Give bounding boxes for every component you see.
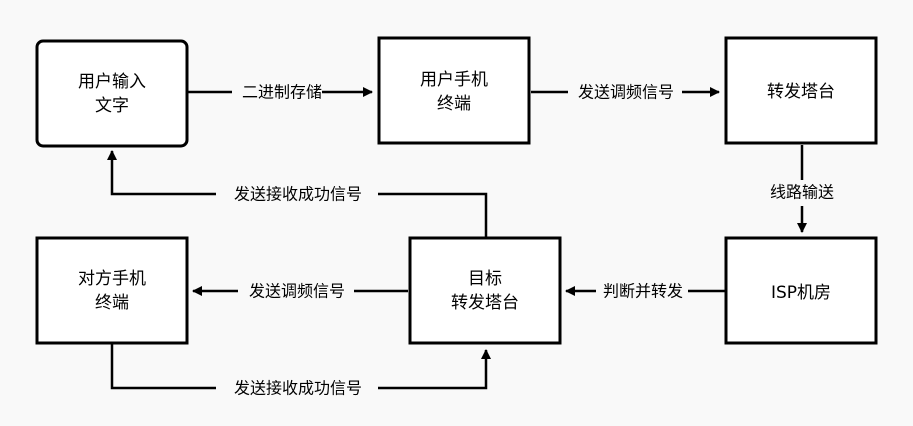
node-user-phone: 用户手机 终端 (377, 36, 531, 145)
node-peer-phone-line1: 对方手机 (78, 269, 146, 289)
edge-label-binary-storage: 二进制存储 (242, 83, 322, 102)
node-user-input-line2: 文字 (95, 96, 129, 116)
node-relay-tower: 转发塔台 (724, 36, 878, 145)
node-user-input-line1: 用户输入 (78, 72, 146, 92)
node-target-tower-line2: 转发塔台 (451, 293, 519, 313)
edge-judge-forward: 判断并转发 (565, 279, 726, 303)
node-isp: ISP机房 (724, 236, 878, 345)
edge-send-fm-top: 发送调频信号 (531, 80, 720, 104)
edge-label-send-fm-top: 发送调频信号 (578, 83, 674, 102)
node-isp-line1: ISP机房 (771, 283, 831, 303)
node-user-phone-line1: 用户手机 (420, 70, 488, 90)
node-peer-phone-line2: 终端 (95, 293, 129, 313)
node-target-tower: 目标 转发塔台 (408, 236, 562, 345)
edge-recv-success-lower: 发送接收成功信号 (110, 344, 491, 400)
edge-binary-storage: 二进制存储 (188, 80, 373, 104)
node-user-input: 用户输入 文字 (35, 39, 189, 148)
edge-line-send: 线路输送 (758, 145, 846, 233)
edge-label-send-fm-bottom: 发送调频信号 (249, 282, 345, 301)
node-user-phone-line2: 终端 (437, 94, 471, 114)
edge-label-line-send: 线路输送 (770, 183, 834, 202)
node-target-tower-line1: 目标 (468, 269, 502, 289)
edge-label-judge-forward: 判断并转发 (603, 282, 683, 301)
node-peer-phone: 对方手机 终端 (35, 236, 189, 345)
edge-recv-success-upper: 发送接收成功信号 (107, 150, 488, 238)
edge-label-recv-success-lower: 发送接收成功信号 (234, 379, 362, 398)
edge-label-recv-success-upper: 发送接收成功信号 (234, 185, 362, 204)
edge-send-fm-bottom: 发送调频信号 (192, 279, 408, 303)
node-relay-tower-line1: 转发塔台 (767, 82, 835, 102)
